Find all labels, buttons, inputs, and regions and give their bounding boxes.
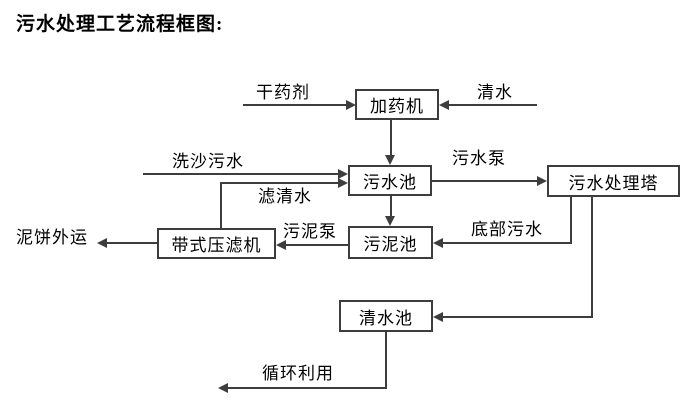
edge-mud-cake-arrowhead-icon (97, 238, 107, 248)
label-bottom-sewage: 底部污水 (471, 220, 543, 239)
edge-sludge-pump-arrowhead-icon (276, 240, 286, 250)
edge-bottom-sewage-line (441, 242, 572, 244)
edge-sludge-pump-line (285, 244, 348, 246)
edge-dosing-to-sewage-line (390, 120, 392, 156)
edge-recycling-arrowhead-icon (218, 383, 228, 393)
edge-tower-to-clean-arrowhead-icon (433, 312, 443, 322)
edge-bottom-sewage-arrowhead-icon (433, 238, 443, 248)
edge-sewage-pump-arrowhead-icon (537, 176, 547, 186)
edge-dry-agent-arrowhead-icon (346, 100, 356, 110)
node-sewage-pool: 污水池 (348, 165, 432, 196)
edge-filtered-water-line (220, 182, 340, 184)
label-sand-washing-sewage: 洗沙污水 (172, 152, 244, 171)
edge-sand-washing-arrowhead-icon (338, 169, 348, 179)
edge-tower-to-clean-vline (591, 197, 593, 318)
edge-sand-washing-line (143, 173, 339, 175)
label-clean-water: 清水 (477, 83, 513, 102)
edge-bottom-sewage-vline (570, 197, 572, 244)
node-treatment-tower: 污水处理塔 (547, 165, 680, 197)
label-sewage-pump: 污水泵 (452, 149, 506, 168)
label-sludge-pump: 污泥泵 (283, 222, 337, 241)
edge-clean-water-arrowhead-icon (439, 100, 449, 110)
node-belt-filter-press: 带式压滤机 (157, 228, 276, 259)
edge-filtered-water-vline (220, 183, 222, 228)
label-recycling-use: 循环利用 (262, 364, 334, 383)
edge-clean-water-line (445, 104, 537, 106)
edge-sewage-to-sludge-line (390, 196, 392, 218)
label-filtered-water: 滤清水 (258, 187, 312, 206)
label-mud-cake-out: 泥饼外运 (16, 228, 88, 247)
edge-sewage-to-sludge-arrowhead-icon (385, 216, 395, 226)
edge-sewage-pump-line (432, 180, 538, 182)
node-sludge-pool: 污泥池 (348, 226, 433, 259)
edge-recycling-line (226, 387, 387, 389)
node-dosing-machine: 加药机 (355, 89, 439, 120)
node-clean-water-pool: 清水池 (339, 300, 433, 332)
edge-dry-agent-line (243, 104, 347, 106)
edge-recycling-vline (385, 332, 387, 389)
edge-tower-to-clean-line (441, 316, 593, 318)
diagram-title: 污水处理工艺流程框图: (16, 14, 224, 35)
edge-filtered-water-arrowhead-icon (338, 178, 348, 188)
label-dry-agent: 干药剂 (256, 83, 310, 102)
edge-dosing-to-sewage-arrowhead-icon (385, 155, 395, 165)
edge-mud-cake-line (106, 242, 157, 244)
